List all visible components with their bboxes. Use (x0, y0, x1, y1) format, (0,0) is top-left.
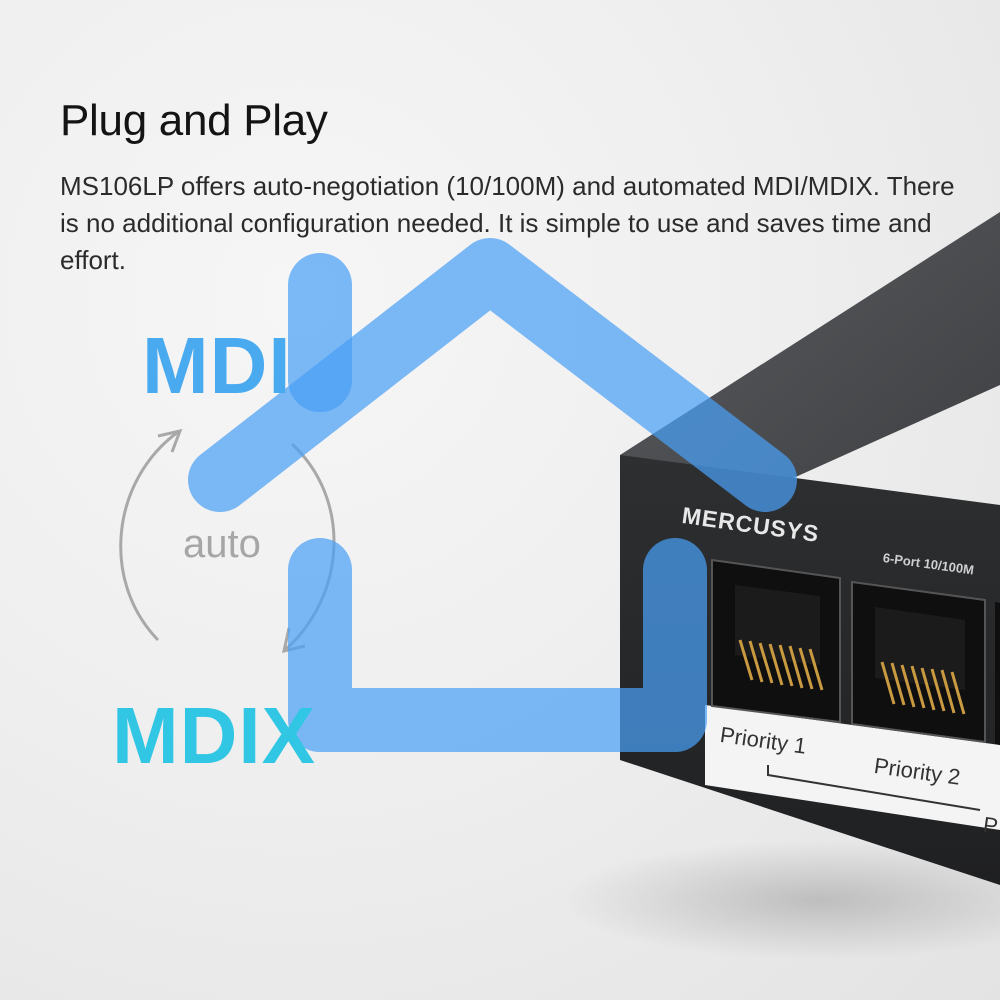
label-strip (705, 705, 1000, 830)
rj45-port-1 (711, 558, 841, 724)
page-title: Plug and Play (60, 96, 328, 145)
label-bracket (767, 765, 981, 811)
mdi-label: MDI (142, 321, 292, 410)
mdix-label: MDIX (112, 691, 316, 780)
house-icon (188, 238, 797, 752)
rj45-port-2 (851, 580, 986, 744)
auto-label: auto (183, 522, 261, 566)
feature-description: MS106LP offers auto-negotiation (10/100M… (60, 171, 955, 275)
arrow-up-head (157, 428, 183, 453)
rj45-port-3 (995, 602, 1000, 745)
arrow-up-icon (119, 430, 179, 642)
